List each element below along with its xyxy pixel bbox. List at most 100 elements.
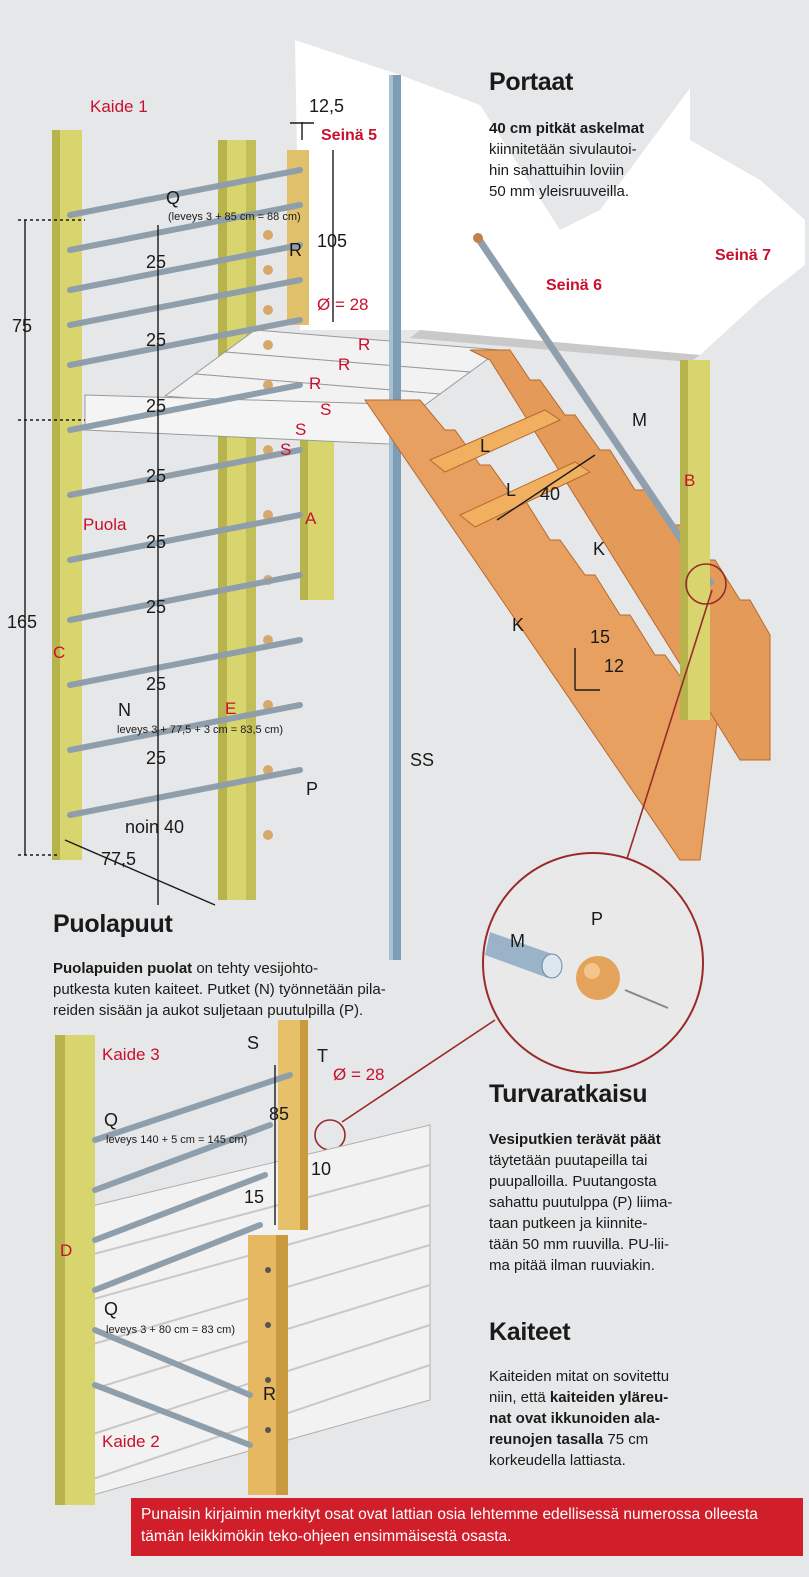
- rung-3: [67, 242, 303, 293]
- letter-p-detail: P: [591, 909, 603, 929]
- q-top-note: (leveys 3 + 85 cm = 88 cm): [168, 211, 301, 223]
- rung-5: [67, 317, 303, 368]
- letter-d: D: [60, 1241, 72, 1260]
- detail-zoom-content: [485, 932, 669, 1009]
- dim-77-5: 77,5: [101, 849, 136, 869]
- rail-pipe-3: [92, 1172, 268, 1243]
- kaiteet-line-2a: niin, että: [489, 1389, 550, 1406]
- dim-25-1: 25: [146, 252, 166, 272]
- dim-105: 105: [317, 231, 347, 251]
- letter-l-lower: L: [506, 480, 516, 500]
- rung-9: [67, 572, 303, 623]
- letter-l-upper: L: [480, 436, 490, 456]
- letter-n: N: [118, 700, 131, 720]
- dim-25-5: 25: [146, 532, 166, 552]
- kaiteet-line-2b: kaiteiden yläreu-: [549, 1389, 669, 1406]
- detail-leader-top: [624, 589, 713, 866]
- plug-7: [263, 510, 273, 520]
- rung-1: [67, 167, 303, 218]
- dim-25-2: 25: [146, 330, 166, 350]
- label-seina-7: Seinä 7: [715, 247, 771, 264]
- rail-pipe-5: [92, 1327, 253, 1398]
- detail-marker-bottom: [314, 1119, 346, 1151]
- dim-40-step: 40: [540, 484, 560, 504]
- puolapuut-lead: Puolapuiden puolat: [53, 960, 193, 977]
- label-seina-5: Seinä 5: [321, 127, 377, 144]
- plug-1: [263, 230, 273, 240]
- dim-phi-28-bottom: Ø = 28: [333, 1065, 385, 1084]
- letter-q-low: Q: [104, 1299, 118, 1319]
- letter-r-floor-2: R: [338, 355, 350, 374]
- rung-12: [67, 767, 303, 818]
- portaat-text: 40 cm pitkät askelmat kiinnitetään sivul…: [489, 118, 709, 202]
- letter-s-rail: S: [247, 1033, 259, 1053]
- label-puola: Puola: [83, 515, 127, 534]
- plug-2: [263, 265, 273, 275]
- letter-p-ladder: P: [306, 779, 318, 799]
- letter-s-floor-2: S: [295, 420, 306, 439]
- dim-15-stair: 15: [590, 627, 610, 647]
- portaat-line-3: 50 mm yleisruuveilla.: [489, 183, 630, 200]
- railing-scene: [55, 1020, 431, 1505]
- heading-turvaratkaisu: Turvaratkaisu: [489, 1080, 648, 1108]
- letter-m-detail: M: [510, 931, 525, 951]
- kaiteet-line-4: reunojen tasalla: [489, 1431, 604, 1448]
- letter-r-rail: R: [263, 1384, 276, 1404]
- letter-b: B: [684, 471, 695, 490]
- letter-c: C: [53, 643, 65, 662]
- puolapuut-line-2: putkesta kuten kaiteet. Putket (N) työnn…: [53, 981, 386, 998]
- puolapuut-text: Puolapuiden puolat on tehty vesijohto- p…: [53, 958, 473, 1021]
- dim-10: 10: [311, 1159, 331, 1179]
- portaat-line-2: hin sahattuihin loviin: [489, 162, 625, 179]
- label-kaide-3: Kaide 3: [102, 1045, 160, 1064]
- letter-a: A: [305, 509, 317, 528]
- rung-11: [67, 702, 303, 753]
- heading-puolapuut: Puolapuut: [53, 910, 173, 938]
- turvaratkaisu-lead: Vesiputkien terävät päät: [489, 1131, 661, 1148]
- stair-rail-m: [475, 236, 715, 587]
- letter-k-upper: K: [593, 539, 605, 559]
- dim-12-5: 12,5: [309, 96, 344, 116]
- rail-pipe-4: [92, 1222, 263, 1293]
- label-kaide-2: Kaide 2: [102, 1432, 160, 1451]
- plug-6: [263, 445, 273, 455]
- dim-85: 85: [269, 1104, 289, 1124]
- footer-note: Punaisin kirjaimin merkityt osat ovat la…: [131, 1498, 803, 1556]
- diagram-labels: Kaide 1 Seinä 5 Seinä 6 Seinä 7 Puola Ka…: [7, 96, 771, 1451]
- q-mid-note: leveys 140 + 5 cm = 145 cm): [106, 1134, 247, 1146]
- puolapuut-line-1: on tehty vesijohto-: [192, 960, 319, 977]
- wall-bar-rungs: [67, 167, 303, 840]
- turvaratkaisu-line-1: täytetään puutapeilla tai: [489, 1152, 648, 1169]
- dim-25-6: 25: [146, 597, 166, 617]
- puolapuut-line-3: reiden sisään ja aukot suljetaan puutulp…: [53, 1002, 364, 1019]
- kaiteet-line-3: nat ovat ikkunoiden ala-: [489, 1410, 660, 1427]
- plug-9: [263, 635, 273, 645]
- kaiteet-line-5: korkeudella lattiasta.: [489, 1452, 626, 1469]
- dim-25-4: 25: [146, 466, 166, 486]
- rail-pipe-2: [92, 1122, 273, 1193]
- q-low-note: leveys 3 + 80 cm = 83 cm): [106, 1324, 235, 1336]
- rung-6: [67, 382, 303, 433]
- letter-r-floor-3: R: [309, 374, 321, 393]
- dim-25-3: 25: [146, 396, 166, 416]
- rung-7: [67, 447, 303, 498]
- kaiteet-line-1: Kaiteiden mitat on sovitettu: [489, 1368, 670, 1385]
- plug-11: [263, 765, 273, 775]
- label-seina-6: Seinä 6: [546, 277, 602, 294]
- letter-k-lower: K: [512, 615, 524, 635]
- letter-r-floor-1: R: [358, 335, 370, 354]
- plug-4: [263, 340, 273, 350]
- house-wall: [295, 40, 805, 355]
- turvaratkaisu-line-2: puupalloilla. Puutangosta: [489, 1173, 657, 1190]
- dim-noin-40: noin 40: [125, 817, 184, 837]
- turvaratkaisu-line-4: taan putkeen ja kiinnite-: [489, 1215, 648, 1232]
- rung-10: [67, 637, 303, 688]
- dim-25-8: 25: [146, 748, 166, 768]
- plug-12: [263, 830, 273, 840]
- heading-kaiteet: Kaiteet: [489, 1318, 571, 1346]
- rung-8: [67, 512, 303, 563]
- dimension-lines: [18, 122, 600, 1225]
- dim-75: 75: [12, 316, 32, 336]
- letter-t-rail: T: [317, 1046, 328, 1066]
